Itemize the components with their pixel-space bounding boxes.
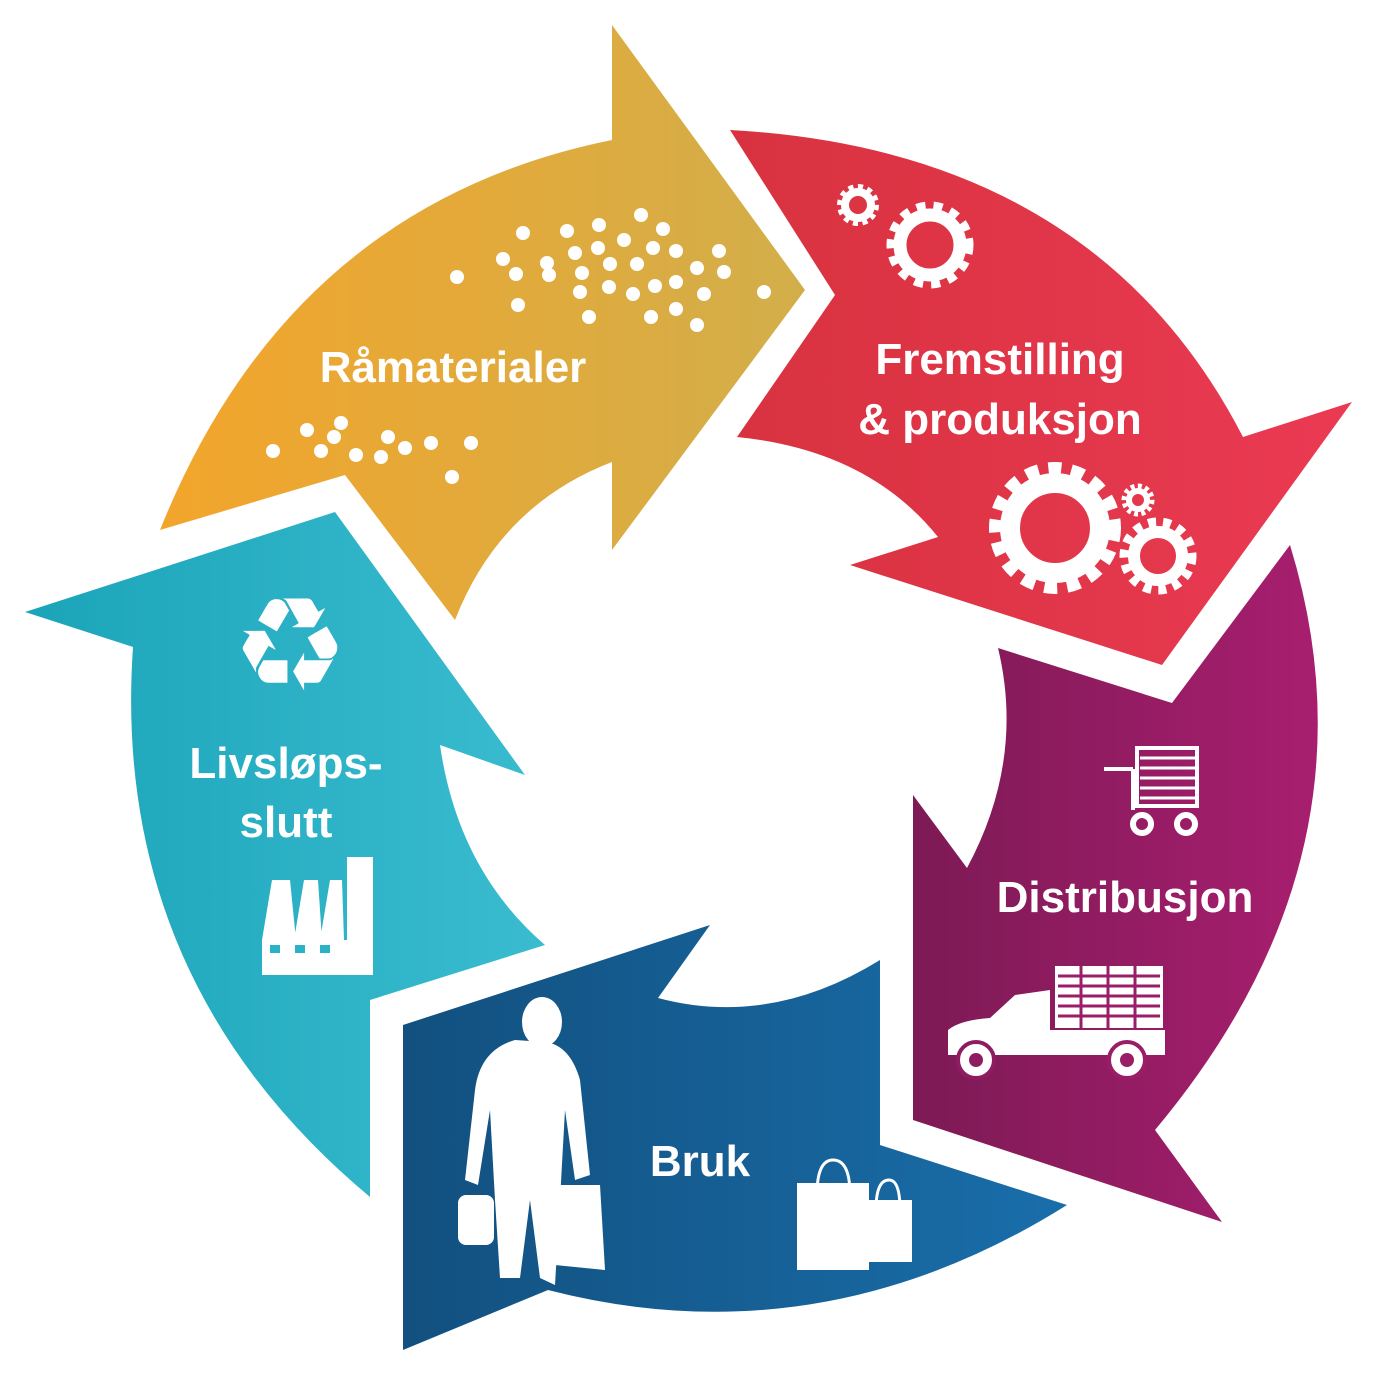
stage-distribusjon: Distribusjon bbox=[913, 545, 1318, 1222]
arrow-fremstilling bbox=[730, 130, 1352, 665]
gears-icon bbox=[837, 184, 1197, 595]
label-ramaterialer: Råmaterialer bbox=[320, 343, 587, 392]
label-distribusjon: Distribusjon bbox=[997, 873, 1254, 922]
recycle-icon: ♻ bbox=[232, 569, 349, 721]
stage-livslopsslutt: ♻ Livsløps- slutt bbox=[25, 512, 545, 1197]
cart-icon bbox=[1104, 746, 1199, 836]
label-fremstilling-line2: & produksjon bbox=[858, 395, 1142, 444]
particles-icon bbox=[266, 208, 771, 484]
label-livslopsslutt-line1: Livsløps- bbox=[189, 739, 382, 788]
arrow-livslopsslutt bbox=[25, 512, 545, 1197]
label-livslopsslutt-line2: slutt bbox=[240, 798, 333, 847]
factory-icon bbox=[262, 857, 373, 975]
shopping-bags-icon bbox=[797, 1158, 912, 1270]
truck-icon bbox=[948, 966, 1165, 1080]
arrow-ramaterialer bbox=[160, 25, 805, 620]
label-fremstilling-line1: Fremstilling bbox=[875, 335, 1124, 384]
stage-bruk: Bruk bbox=[403, 925, 1067, 1350]
stage-ramaterialer: Råmaterialer bbox=[160, 25, 805, 620]
shopper-icon bbox=[458, 997, 605, 1285]
stage-fremstilling: Fremstilling & produksjon bbox=[730, 130, 1352, 665]
label-bruk: Bruk bbox=[650, 1137, 751, 1186]
